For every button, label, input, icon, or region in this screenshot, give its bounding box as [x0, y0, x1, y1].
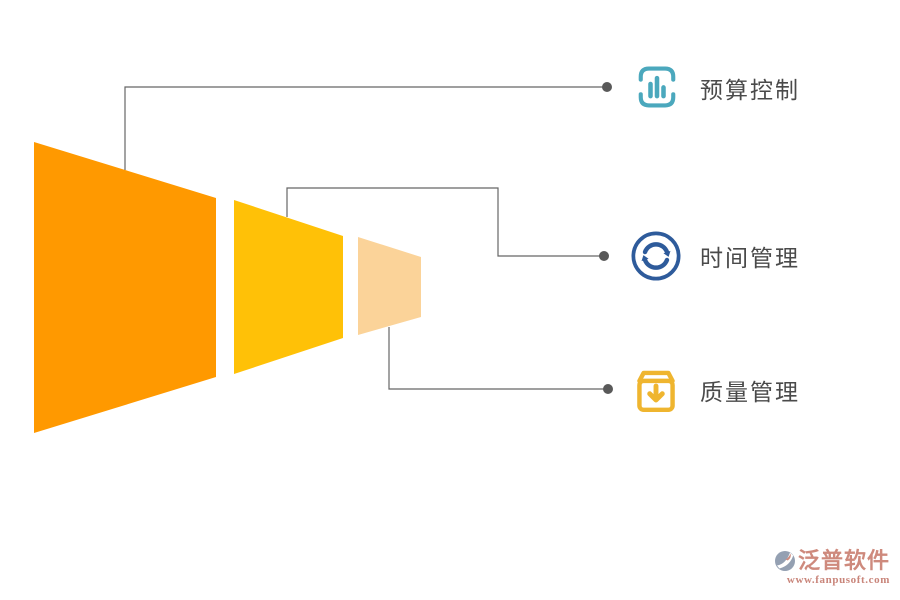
brand-url: www.fanpusoft.com	[786, 574, 890, 586]
sync-icon	[628, 228, 684, 284]
label-time-management: 时间管理	[700, 246, 800, 271]
connector-dot-quality	[603, 384, 613, 394]
label-budget-control: 预算控制	[700, 78, 800, 103]
bar-chart-icon	[631, 61, 683, 113]
brand-watermark: 泛普软件 www.fanpusoft.com	[773, 549, 890, 586]
funnel-stage-1	[34, 142, 216, 433]
connector-budget	[124, 86, 607, 170]
box-arrow-icon	[628, 362, 684, 418]
connector-dot-time	[599, 251, 609, 261]
connector-time	[286, 187, 604, 257]
funnel-stage-3	[358, 237, 421, 335]
brand-name: 泛普软件	[797, 548, 890, 573]
label-quality-management: 质量管理	[700, 380, 800, 405]
connector-quality	[388, 327, 608, 390]
connector-dot-budget	[602, 82, 612, 92]
funnel-stage-2	[234, 200, 343, 374]
brand-logo-icon	[774, 551, 795, 571]
